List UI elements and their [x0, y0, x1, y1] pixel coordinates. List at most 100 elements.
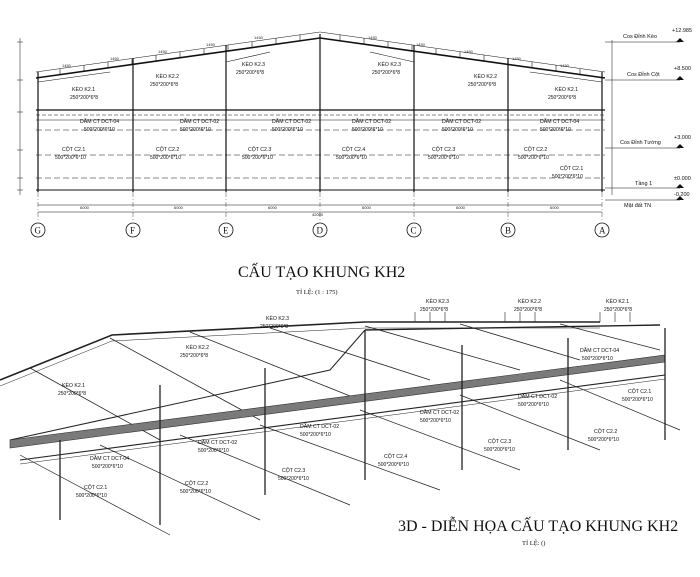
beam-size: 500*200*6*10 — [518, 402, 549, 408]
column-size: 500*200*6*10 — [484, 447, 515, 453]
beam-size: 500*200*6*10 — [582, 356, 613, 362]
truss-size: 250*200*6*8 — [58, 391, 86, 397]
beam-size: 500*200*6*10 — [84, 127, 115, 133]
level-value: -0.200 — [674, 192, 690, 198]
beam-name: DẦM CT DCT-02 — [180, 118, 219, 125]
beam-name: DẦM CT DCT-02 — [442, 118, 481, 125]
beam-size: 500*200*6*10 — [92, 464, 123, 470]
truss-size: 250*200*6*8 — [420, 307, 448, 313]
truss-name: KÈO K2.2 — [518, 298, 541, 305]
elevation-column-labels: CỘT C2.1 500*200*6*10 CỘT C2.2 500*200*6… — [55, 146, 583, 180]
truss-name: KÈO K2.2 — [186, 344, 209, 351]
column-size: 500*200*6*10 — [588, 437, 619, 443]
purlin-spacing: 1450 — [464, 49, 474, 54]
column-size: 500*200*6*10 — [150, 155, 181, 161]
beam-name: DẦM CT DCT-02 — [518, 393, 557, 400]
purlin-spacing: 1450 — [512, 56, 522, 61]
truss-name: KÈO K2.3 — [378, 61, 401, 68]
truss-size: 250*200*6*8 — [150, 82, 178, 88]
level-value: ±0.000 — [674, 176, 691, 182]
truss-name: KÈO K2.1 — [606, 298, 629, 305]
axis-label: C — [411, 226, 417, 236]
level-value: +3.000 — [674, 135, 691, 141]
bay-dimension: 6000 — [174, 205, 184, 210]
model-scale: TỈ LỆ: () — [522, 539, 545, 547]
column-name: CỘT C2.3 — [432, 146, 455, 153]
column-name: CỘT C2.3 — [488, 438, 511, 445]
purlin-spacing: 1450 — [206, 42, 216, 47]
beam-name: DẦM CT DCT-02 — [420, 409, 459, 416]
grid-axis-labels: G F E D C B A — [35, 226, 607, 236]
beam-size: 500*200*6*10 — [442, 127, 473, 133]
axis-label: B — [505, 226, 511, 236]
column-size: 500*200*6*10 — [622, 397, 653, 403]
beam-size: 500*200*6*10 — [180, 127, 211, 133]
isometric-model — [0, 312, 681, 536]
level-name: Mặt đất TN — [624, 203, 651, 209]
truss-name: KÈO K2.3 — [266, 315, 289, 322]
level-value: +12.985 — [672, 28, 692, 34]
truss-name: KÈO K2.2 — [156, 73, 179, 80]
model-title: 3D - DIỄN HỌA CẤU TẠO KHUNG KH2 — [398, 515, 678, 535]
truss-name: KÈO K2.1 — [72, 86, 95, 93]
truss-name: KÈO K2.1 — [555, 86, 578, 93]
bay-dimensions: 6000 6000 6000 6000 6000 6000 42000 — [80, 205, 560, 217]
elevation-truss-labels: KÈO K2.1 250*200*6*8 KÈO K2.2 250*200*6*… — [70, 61, 578, 101]
axis-label: F — [130, 226, 135, 236]
level-name: Cos Đỉnh Kèo — [623, 33, 657, 40]
elevation-drawing — [17, 31, 684, 238]
beam-name: DẦM CT DCT-04 — [90, 455, 129, 462]
axis-label: G — [35, 226, 42, 236]
beam-size: 500*200*6*10 — [272, 127, 303, 133]
truss-name: KÈO K2.3 — [242, 61, 265, 68]
level-name: Tầng 1 — [635, 181, 652, 187]
column-name: CỘT C2.1 — [84, 484, 107, 491]
purlin-spacing: 1450 — [368, 35, 378, 40]
column-size: 500*200*6*10 — [378, 462, 409, 468]
purlin-spacing-labels: 1450 1450 1450 1450 1450 1450 1450 1450 … — [62, 35, 570, 68]
model-truss-labels: KÈO K2.1 250*200*6*8 KÈO K2.2 250*200*6*… — [58, 298, 632, 397]
model-beam-labels: DẦM CT DCT-04 500*200*6*10 DẦM CT DCT-02… — [90, 347, 619, 470]
bay-dimension: 6000 — [268, 205, 278, 210]
truss-size: 250*200*6*8 — [604, 307, 632, 313]
level-name: Cos Đỉnh Cột — [627, 71, 660, 78]
beam-name: DẦM CT DCT-02 — [198, 439, 237, 446]
truss-size: 250*200*6*8 — [548, 95, 576, 101]
truss-name: KÈO K2.1 — [62, 382, 85, 389]
column-name: CỘT C2.1 — [560, 165, 583, 172]
truss-size: 250*200*6*8 — [372, 70, 400, 76]
column-name: CỘT C2.2 — [594, 428, 617, 435]
level-name: Cos Đỉnh Tường — [620, 139, 661, 146]
truss-size: 250*200*6*8 — [260, 324, 288, 330]
beam-size: 500*200*6*10 — [352, 127, 383, 133]
purlin-spacing: 1450 — [560, 63, 570, 68]
column-name: CỘT C2.2 — [156, 146, 179, 153]
column-size: 500*200*6*10 — [552, 174, 583, 180]
truss-name: KÈO K2.3 — [426, 298, 449, 305]
level-value: +8.500 — [674, 66, 691, 72]
bay-dimension: 6000 — [456, 205, 466, 210]
beam-name: DẦM CT DCT-02 — [352, 118, 391, 125]
beam-size: 500*200*6*10 — [420, 418, 451, 424]
purlin-spacing: 1450 — [62, 63, 72, 68]
beam-name: DẦM CT DCT-04 — [80, 118, 119, 125]
bay-dimension: 6000 — [362, 205, 372, 210]
truss-size: 250*200*6*8 — [468, 82, 496, 88]
elevation-beam-labels: DẦM CT DCT-04 500*200*6*10 DẦM CT DCT-02… — [80, 118, 579, 133]
elevation-scale: TỈ LỆ: (1 : 175) — [296, 288, 338, 296]
column-name: CỘT C2.1 — [628, 388, 651, 395]
axis-label: D — [317, 226, 324, 236]
elevation-title: CẤU TẠO KHUNG KH2 — [238, 262, 405, 281]
truss-size: 250*200*6*8 — [180, 353, 208, 359]
column-size: 500*200*6*10 — [278, 476, 309, 482]
beam-size: 500*200*6*10 — [300, 432, 331, 438]
truss-size: 250*200*6*8 — [236, 70, 264, 76]
column-name: CỘT C2.3 — [282, 467, 305, 474]
column-name: CỘT C2.3 — [248, 146, 271, 153]
truss-size: 250*200*6*8 — [514, 307, 542, 313]
purlin-spacing: 1450 — [416, 42, 426, 47]
bay-dimension: 6000 — [80, 205, 90, 210]
purlin-spacing: 1450 — [158, 49, 168, 54]
purlin-spacing: 1450 — [254, 35, 264, 40]
column-size: 500*200*6*10 — [518, 155, 549, 161]
